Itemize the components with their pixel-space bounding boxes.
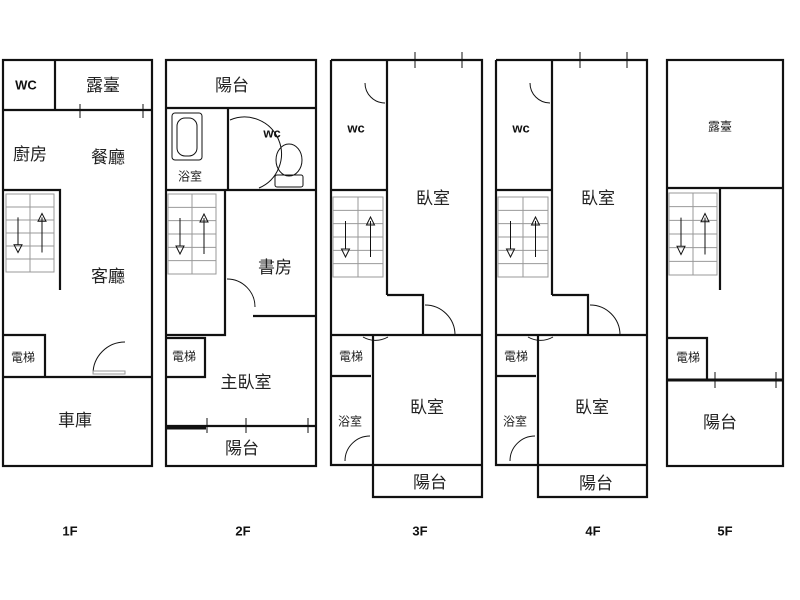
room-balcony-top: 陽台 [215, 76, 249, 96]
room-wc: wc [262, 125, 280, 140]
door-swing [229, 116, 282, 189]
staircase [5, 193, 55, 273]
room-bedroom-bottom: 臥室 [575, 398, 609, 418]
arrow-down-icon [13, 244, 23, 254]
room-bath: 浴室 [178, 169, 202, 184]
door-swing [509, 435, 536, 462]
arrow-down-icon [340, 248, 351, 259]
room-garage: 車庫 [58, 411, 92, 431]
room-wc: wc [511, 120, 529, 135]
staircase [332, 196, 384, 278]
room-elevator: 電梯 [172, 350, 196, 364]
bathtub [171, 112, 203, 161]
arrow-down-icon [676, 245, 686, 256]
room-living: 客廳 [91, 267, 125, 287]
floor-plan-1f: WC 露臺 廚房 餐廳 客廳 電梯 車庫 1F [1, 58, 154, 538]
room-bath: 浴室 [338, 414, 362, 429]
room-terrace: 露臺 [86, 76, 120, 96]
door-swing [589, 304, 621, 336]
floor-plan-5f: 露臺 電梯 陽台 5F [665, 58, 785, 538]
floor-label: 2F [235, 523, 250, 538]
room-balcony: 陽台 [579, 474, 613, 494]
room-bedroom-top: 臥室 [581, 189, 615, 209]
floor-plan-2f: 陽台 wc 浴室 書房 電梯 主臥室 陽台 2F [164, 58, 318, 538]
room-dining: 餐廳 [91, 148, 125, 168]
door-swing [364, 82, 386, 104]
floor-label: 1F [62, 523, 77, 538]
arrow-up-icon [365, 215, 376, 226]
door-swing [344, 435, 371, 462]
arrow-up-icon [700, 212, 710, 223]
room-wc: WC [15, 77, 37, 92]
floor-label: 4F [585, 523, 600, 538]
door-swing [226, 278, 256, 308]
room-balcony: 陽台 [413, 473, 447, 493]
room-bedroom-top: 臥室 [416, 189, 450, 209]
floor-label: 5F [717, 523, 732, 538]
room-elevator: 電梯 [676, 351, 700, 365]
staircase [497, 196, 549, 278]
floor-plan-3f: wc 臥室 電梯 浴室 臥室 陽台 3F [329, 52, 484, 538]
door-swing [424, 304, 456, 336]
door-swing [527, 336, 554, 341]
floor-label: 3F [412, 523, 427, 538]
room-elevator: 電梯 [504, 350, 528, 364]
room-kitchen: 廚房 [13, 144, 47, 165]
staircase [167, 193, 217, 275]
staircase [668, 192, 718, 276]
outer-wall [1, 58, 154, 468]
door-swing [92, 341, 126, 375]
room-master-bedroom: 主臥室 [221, 373, 272, 393]
room-bath: 浴室 [503, 414, 527, 429]
floor-plan-4f: wc 臥室 電梯 浴室 臥室 陽台 4F [494, 52, 649, 538]
room-balcony: 陽台 [703, 413, 737, 433]
arrow-up-icon [37, 212, 47, 222]
arrow-down-icon [175, 245, 185, 256]
door-swing [529, 82, 551, 104]
room-elevator: 電梯 [11, 351, 35, 365]
room-terrace: 露臺 [708, 119, 732, 134]
arrow-up-icon [199, 212, 209, 223]
toilet [275, 143, 303, 177]
room-bedroom-bottom: 臥室 [410, 398, 444, 418]
arrow-down-icon [505, 248, 516, 259]
room-wc: wc [346, 120, 364, 135]
room-study: 書房 [258, 258, 292, 278]
arrow-up-icon [530, 215, 541, 226]
room-balcony-bottom: 陽台 [225, 439, 259, 459]
room-elevator: 電梯 [339, 350, 363, 364]
door-swing [362, 336, 389, 341]
